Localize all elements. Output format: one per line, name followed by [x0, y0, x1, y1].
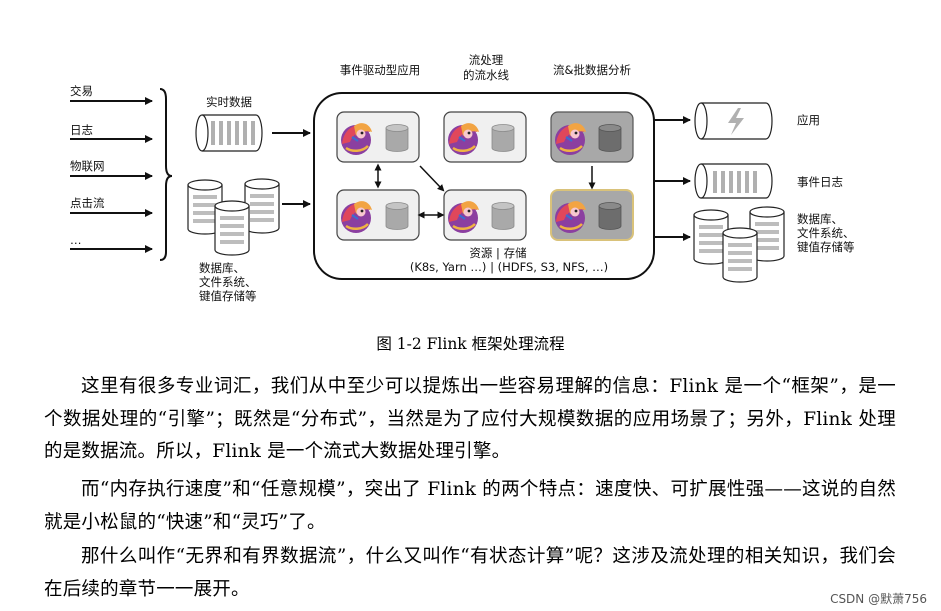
flink-architecture-diagram: 事件驱动型应用 流处理 的流水线 流&批数据分析 交易 日志 物联网 点击流 ……	[70, 53, 855, 303]
input-label-iot: 物联网	[70, 159, 105, 173]
lightning-icon	[728, 108, 744, 135]
resource-storage-detail: (K8s, Yarn …) | (HDFS, S3, NFS, …)	[410, 260, 608, 274]
input-label-trade: 交易	[70, 84, 93, 98]
arrow-icon	[419, 165, 445, 192]
output-db-label-3: 键值存储等	[797, 240, 855, 254]
analytics-app-top	[550, 111, 634, 163]
app-output-queue	[694, 102, 773, 140]
left-database-group	[187, 178, 280, 256]
pipeline-app-bottom	[443, 189, 527, 241]
paragraph: 而“内存执行速度”和“任意规模”，突出了 Flink 的两个特点：速度快、可扩展…	[44, 479, 896, 533]
database-icon	[598, 202, 622, 230]
output-label-app: 应用	[797, 113, 820, 127]
inner-arrows	[374, 163, 596, 219]
analytics-app-bottom	[550, 189, 634, 241]
database-icon	[491, 124, 515, 152]
database-icon	[722, 227, 758, 283]
database-icon	[385, 124, 409, 152]
paragraph: 那什么叫作“无界和有界数据流”，什么又叫作“有状态计算”呢？这涉及流处理的相关知…	[44, 546, 896, 600]
input-arrows	[70, 97, 153, 253]
database-icon	[385, 202, 409, 230]
database-icon	[214, 200, 250, 256]
header-stream-line2: 的流水线	[463, 68, 509, 82]
paragraph: 这里有很多专业词汇，我们从中至少可以提炼出一些容易理解的信息：Flink 是一个…	[44, 376, 896, 462]
output-label-event-log: 事件日志	[797, 175, 843, 189]
resource-storage-label: 资源 | 存储	[469, 246, 527, 260]
input-label-clickstream: 点击流	[70, 196, 105, 210]
queue-icon	[195, 114, 263, 152]
left-db-label-1: 数据库、	[199, 261, 245, 275]
figure-caption: 图 1-2 Flink 框架处理流程	[376, 335, 565, 353]
database-icon	[598, 124, 622, 152]
queue-icon	[694, 163, 773, 199]
pipeline-app-top	[443, 111, 527, 163]
header-stream-batch: 流&批数据分析	[553, 63, 631, 77]
input-label-log: 日志	[70, 123, 93, 137]
header-event-driven: 事件驱动型应用	[340, 63, 421, 77]
input-label-more: …	[70, 233, 82, 247]
right-database-group	[693, 206, 785, 283]
realtime-label: 实时数据	[206, 95, 252, 109]
event-driven-app-bottom	[336, 189, 420, 241]
left-db-label-2: 文件系统、	[199, 275, 257, 289]
watermark: CSDN @默萧756	[830, 592, 927, 606]
left-db-label-3: 键值存储等	[199, 289, 257, 303]
database-icon	[491, 202, 515, 230]
output-db-label-1: 数据库、	[797, 212, 843, 226]
output-db-label-2: 文件系统、	[797, 226, 855, 240]
event-driven-app-top	[336, 111, 420, 163]
input-bracket	[159, 88, 173, 261]
header-stream-line1: 流处理	[469, 53, 504, 67]
database-icon	[244, 178, 280, 234]
